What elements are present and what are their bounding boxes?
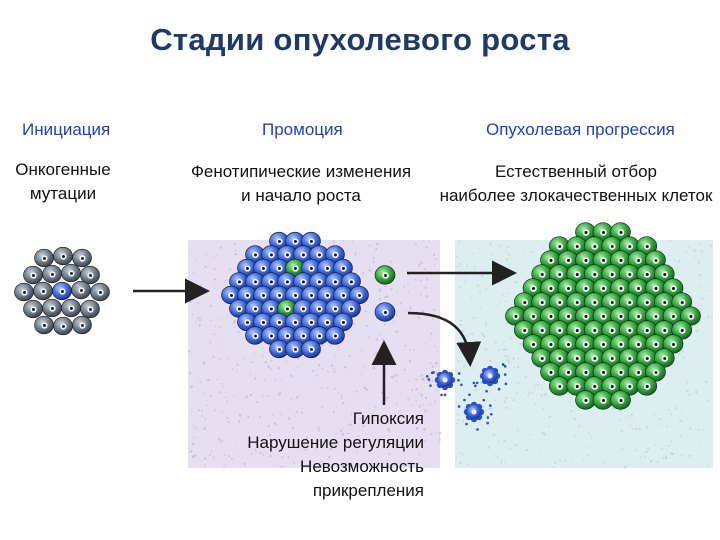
initiation-cell-cluster xyxy=(15,247,110,335)
green-cell xyxy=(611,391,631,410)
normal-cell xyxy=(34,282,53,300)
green-cell xyxy=(549,377,569,396)
normal-cell xyxy=(15,283,34,301)
normal-cell xyxy=(54,317,73,335)
normal-cell xyxy=(43,299,62,317)
normal-cell xyxy=(43,265,62,283)
cause-detachment: Невозможность прикрепления xyxy=(186,455,424,503)
green-cell xyxy=(576,391,596,410)
causes-list: Гипоксия Нарушение регуляции Невозможнос… xyxy=(186,407,424,503)
normal-cell xyxy=(81,300,100,318)
normal-cell xyxy=(24,266,43,284)
normal-cell xyxy=(35,249,54,267)
normal-cell xyxy=(73,316,92,334)
cause-dysregulation: Нарушение регуляции xyxy=(186,431,424,455)
normal-cell xyxy=(73,249,92,267)
normal-cell xyxy=(91,283,110,301)
normal-cell xyxy=(24,300,43,318)
normal-cell xyxy=(35,316,54,334)
normal-cell xyxy=(54,247,73,265)
blue-cell xyxy=(302,340,321,358)
green-cell xyxy=(375,266,395,285)
normal-cell xyxy=(62,299,81,317)
cause-hypoxia: Гипоксия xyxy=(186,407,424,431)
normal-cell xyxy=(72,281,91,299)
green-cell xyxy=(593,391,613,410)
green-cell xyxy=(637,377,657,396)
blue-cell xyxy=(326,327,345,345)
normal-cell xyxy=(62,264,81,282)
blue-cell xyxy=(375,303,395,322)
mutated-cell xyxy=(53,282,72,300)
